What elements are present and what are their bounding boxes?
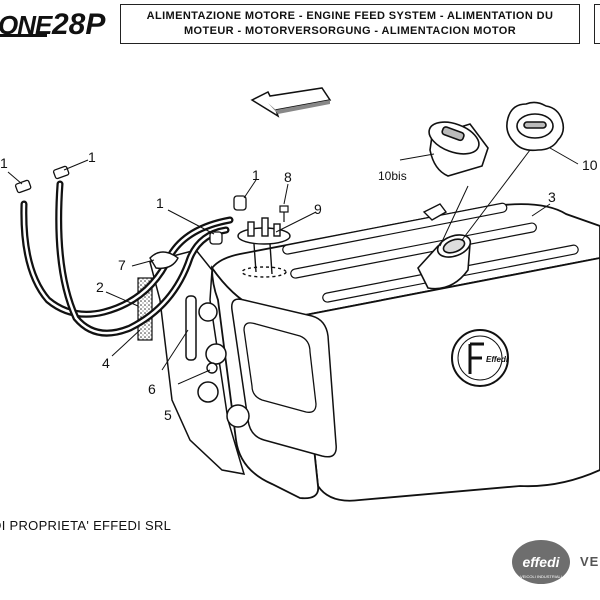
ownership-notice: DI PROPRIETA' EFFEDI SRL [0,518,172,533]
callout-1d: 1 [156,195,164,211]
tank-emblem: Effedi [451,329,509,387]
exploded-parts-diagram: Effedi [0,87,600,502]
callout-labels: 1 1 1 1 2 3 4 5 6 7 8 9 10 10bis [0,149,598,423]
callout-2: 2 [96,279,104,295]
effedi-logo-sub: VEICOLI INDUSTRIALI [520,574,562,579]
callout-9: 9 [314,201,322,217]
callout-1b: 1 [88,149,96,165]
effedi-logo-word: effedi [522,554,560,570]
leader-lines [7,147,579,385]
fuel-cap-10bis [428,121,489,177]
filler-neck [417,234,472,290]
brand-name: ONE [0,10,52,40]
title-line-1: ALIMENTAZIONE MOTORE - ENGINE FEED SYSTE… [146,10,554,22]
fuel-cap-10 [506,101,565,152]
title-line-2: MOTEUR - MOTORVERSORGUNG - ALIMENTACION … [183,25,517,37]
callout-3: 3 [548,189,556,205]
callout-7: 7 [118,257,126,273]
hose-guide [149,251,179,269]
brand-logo: ONE 28P [0,2,118,44]
page-title: ALIMENTAZIONE MOTORE - ENGINE FEED SYSTE… [120,4,580,44]
callout-4: 4 [102,355,110,371]
footer-trailing-text: VEI [580,554,600,569]
mounting-bracket [149,249,250,475]
callout-8: 8 [284,169,292,185]
callout-10: 10 [582,157,598,173]
hose-clamps [14,165,247,245]
screw [279,205,289,222]
callout-5: 5 [164,407,172,423]
direction-arrow [250,87,332,118]
fuel-hoses [20,180,234,337]
callout-10bis: 10bis [378,169,407,183]
effedi-logo: effedi VEICOLI INDUSTRIALI [512,540,572,588]
model-number: 28P [52,8,106,41]
callout-1a: 1 [0,155,8,171]
nut [206,362,218,374]
page-number-box [594,4,600,44]
emblem-text: Effedi [486,355,509,364]
callout-6: 6 [148,381,156,397]
callout-1c: 1 [252,167,260,183]
